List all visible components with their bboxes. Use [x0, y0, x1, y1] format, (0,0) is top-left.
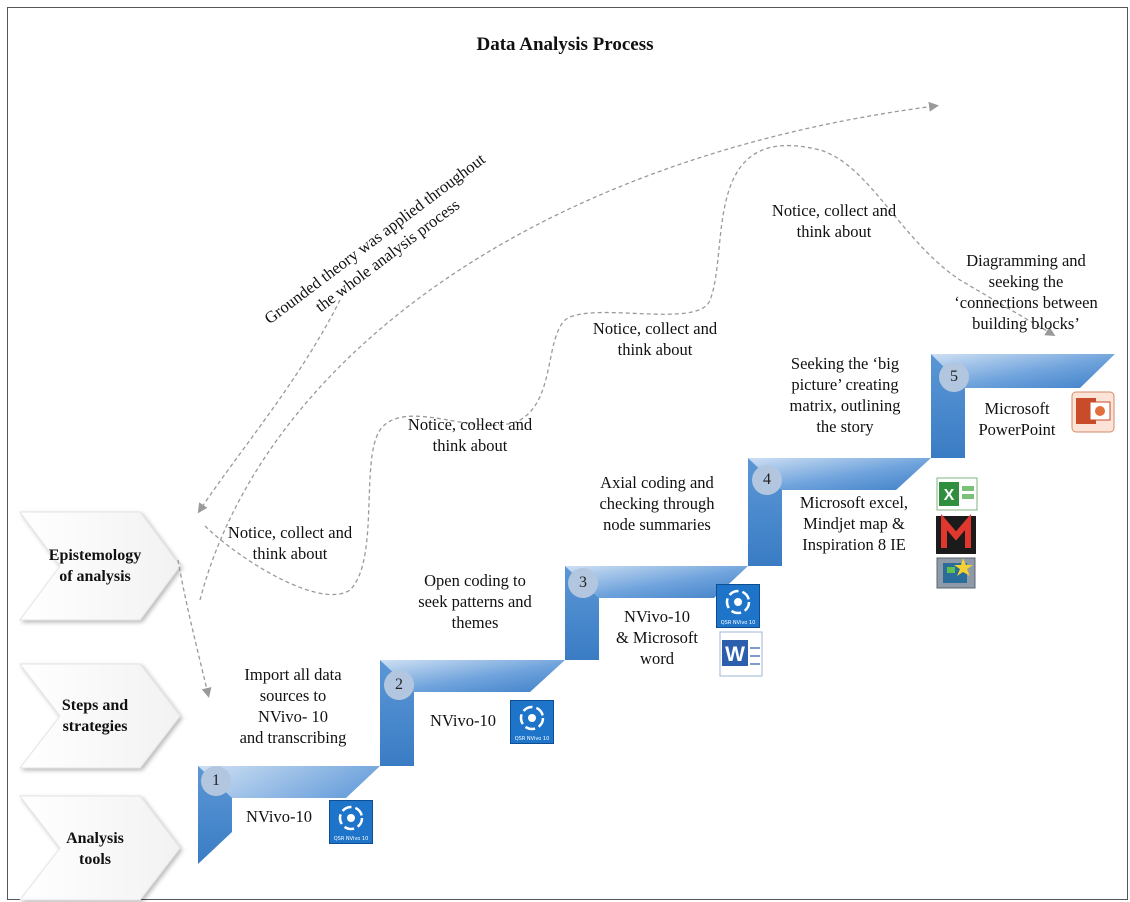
step-3-tool-line-1: NVivo-10 [624, 607, 690, 626]
nvivo-icon: QSR NVivo 10 [510, 700, 554, 744]
step-4-tool-line-3: Inspiration 8 IE [802, 535, 906, 554]
side-label-epistemology-line-2: of analysis [59, 568, 131, 585]
side-label-steps: Steps and strategies [40, 695, 150, 737]
step-5-tool-line-2: PowerPoint [978, 420, 1056, 439]
step-4-strategy-line-4: the story [816, 417, 874, 436]
stair-step-4-tread [748, 458, 931, 490]
step-2-tool: NVivo-10 [416, 710, 510, 731]
step-5-strategy-line-4: building blocks’ [972, 314, 1080, 333]
chevron-tools [18, 795, 181, 901]
step-3-strategy-line-1: Axial coding and [600, 473, 714, 492]
step-3-strategy-line-3: node summaries [603, 515, 711, 534]
epistemology-to-steps-arrow [177, 559, 212, 698]
step-1-strategy-line-1: Import all data [244, 665, 342, 684]
step-3-tool-line-2: & Microsoft [615, 628, 699, 647]
step-2-strategy-line-3: themes [451, 613, 499, 632]
step-5-strategy-line-1: Diagramming and [966, 251, 1086, 270]
step-3-strategy-line-2: checking through [599, 494, 715, 513]
step-2-tool-line-1: NVivo-10 [430, 711, 496, 730]
step-2-strategy: Open coding to seek patterns and themes [390, 570, 560, 633]
stair-step-3-tread [565, 566, 748, 598]
powerpoint-icon [1071, 391, 1115, 433]
step-5-strategy: Diagramming and seeking the ‘connections… [936, 250, 1116, 334]
step-5-tool-line-1: Microsoft [984, 399, 1050, 418]
notice-label-4-line-2: think about [796, 222, 872, 241]
nvivo-icon-caption: QSR NVivo 10 [720, 620, 756, 626]
notice-label-2-line-2: think about [432, 436, 508, 455]
chevron-steps [18, 663, 181, 769]
stair-step-2-tread [380, 660, 565, 692]
chevron-epistemology [19, 511, 181, 621]
notice-label-2: Notice, collect and think about [380, 414, 560, 456]
step-badge-1: 1 [201, 766, 231, 796]
step-badge-3: 3 [568, 568, 598, 598]
grounded-theory-arrow [199, 101, 939, 601]
inspiration-icon [936, 557, 976, 589]
step-5-tool: Microsoft PowerPoint [964, 398, 1070, 440]
step-2-strategy-line-2: seek patterns and [418, 592, 532, 611]
nvivo-swirl-icon [725, 589, 751, 615]
stair-step-1-tread [198, 766, 380, 862]
step-4-strategy-line-1: Seeking the ‘big [790, 354, 900, 373]
side-label-epistemology: Epistemology of analysis [40, 545, 150, 587]
side-label-tools: Analysis tools [40, 828, 150, 870]
notice-label-4-line-1: Notice, collect and [771, 201, 897, 220]
grounded-theory-arrow-start [197, 299, 341, 514]
step-1-strategy-line-2: sources to [259, 686, 327, 705]
step-4-strategy: Seeking the ‘big picture’ creating matri… [760, 353, 930, 437]
step-2-strategy-line-1: Open coding to [424, 571, 526, 590]
notice-label-1-line-2: think about [252, 544, 328, 563]
step-3-tool-line-3: word [640, 649, 674, 668]
nvivo-icon: QSR NVivo 10 [716, 584, 760, 628]
step-5-strategy-line-2: seeking the [988, 272, 1064, 291]
side-chevrons [18, 511, 181, 901]
step-badge-4: 4 [752, 465, 782, 495]
side-label-steps-line-2: strategies [62, 718, 128, 735]
step-1-strategy-line-4: and transcribing [239, 728, 347, 747]
step-4-strategy-line-3: matrix, outlining [789, 396, 901, 415]
step-5-strategy-line-3: ‘connections between [954, 293, 1098, 312]
notice-label-1-line-1: Notice, collect and [227, 523, 353, 542]
side-label-tools-line-1: Analysis [66, 830, 124, 847]
excel-icon-letter: X [944, 487, 955, 504]
nvivo-icon-caption: QSR NVivo 10 [333, 836, 369, 842]
step-1-tool-line-1: NVivo-10 [246, 807, 312, 826]
excel-icon: X [936, 477, 978, 511]
step-3-strategy: Axial coding and checking through node s… [572, 472, 742, 535]
side-label-tools-line-2: tools [79, 851, 111, 868]
step-3-tool: NVivo-10 & Microsoft word [600, 606, 714, 669]
notice-wave-path [204, 144, 1056, 596]
notice-label-1: Notice, collect and think about [200, 522, 380, 564]
diagram-frame [7, 7, 1128, 900]
nvivo-swirl-icon [519, 705, 545, 731]
mindjet-icon [936, 513, 976, 554]
notice-label-3-line-2: think about [617, 340, 693, 359]
nvivo-swirl-icon [338, 805, 364, 831]
step-4-tool-line-2: Mindjet map & [803, 514, 905, 533]
word-icon-letter: W [725, 643, 745, 666]
notice-label-3-line-1: Notice, collect and [592, 319, 718, 338]
step-1-tool: NVivo-10 [232, 806, 326, 827]
nvivo-icon-caption: QSR NVivo 10 [514, 736, 550, 742]
step-1-strategy-line-3: NVivo- 10 [257, 707, 329, 726]
word-icon: W [719, 631, 763, 677]
side-label-steps-line-1: Steps and [61, 697, 129, 714]
step-4-tool-line-1: Microsoft excel, [799, 493, 909, 512]
stair-step-5-tread [931, 354, 1115, 388]
side-label-epistemology-line-1: Epistemology [48, 547, 142, 564]
step-1-strategy: Import all data sources to NVivo- 10 and… [210, 664, 376, 748]
step-4-strategy-line-2: picture’ creating [791, 375, 899, 394]
step-badge-5: 5 [939, 362, 969, 392]
nvivo-icon: QSR NVivo 10 [329, 800, 373, 844]
step-4-tool: Microsoft excel, Mindjet map & Inspirati… [784, 492, 924, 555]
page-title: Data Analysis Process [476, 34, 654, 55]
step-badge-2: 2 [384, 670, 414, 700]
notice-label-3: Notice, collect and think about [565, 318, 745, 360]
notice-label-2-line-1: Notice, collect and [407, 415, 533, 434]
notice-label-4: Notice, collect and think about [744, 200, 924, 242]
